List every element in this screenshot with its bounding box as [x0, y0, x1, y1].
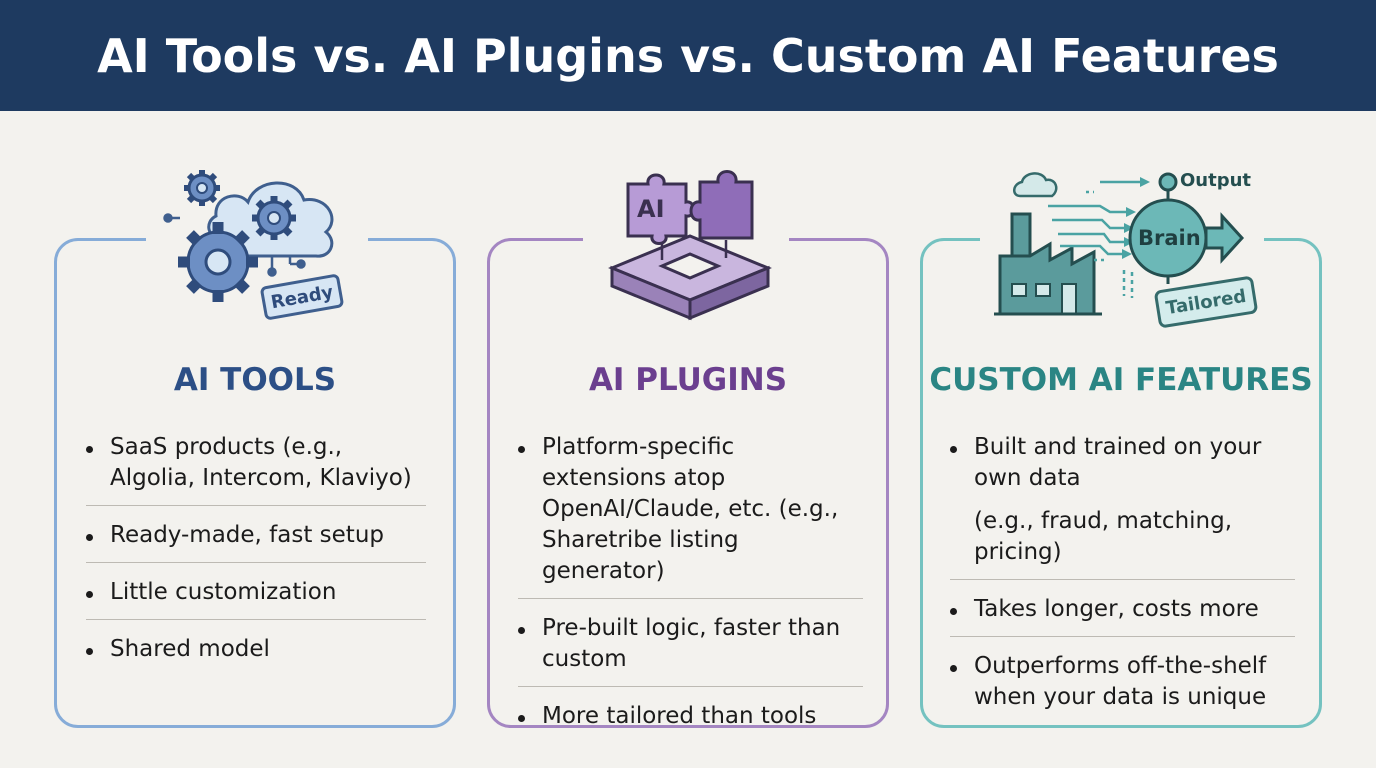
card-title-custom-ai: CUSTOM AI FEATURES: [929, 362, 1313, 398]
custom-ai-list: Built and trained on your own data (e.g.…: [950, 432, 1295, 713]
list-item: Outperforms off-the-shelf when your data…: [950, 651, 1295, 713]
card-title-ai-tools: AI TOOLS: [173, 362, 337, 398]
card-title-ai-plugins: AI PLUGINS: [588, 362, 788, 398]
divider: [518, 598, 863, 599]
tailored-badge-label: Tailored: [1164, 285, 1248, 319]
list-item: More tailored than tools: [518, 701, 863, 732]
gears-cloud-icon: [163, 170, 334, 302]
list-item-example: (e.g., fraud, matching, pricing): [974, 508, 1233, 565]
list-item: Shared model: [86, 634, 426, 665]
divider: [86, 505, 426, 506]
factory-brain-icon: [994, 172, 1245, 316]
ready-badge-label: Ready: [269, 281, 335, 313]
divider: [86, 562, 426, 563]
list-item: Built and trained on your own data: [950, 432, 1295, 494]
list-item: Takes longer, costs more: [950, 594, 1295, 625]
output-label: Output: [1180, 170, 1252, 191]
divider: [86, 619, 426, 620]
list-item: Little customization: [86, 577, 426, 608]
divider: [950, 636, 1295, 637]
list-item: Ready-made, fast setup: [86, 520, 426, 551]
list-item: Pre-built logic, faster than custom: [518, 613, 863, 675]
ai-puzzle-label: AI: [637, 195, 665, 223]
header-banner: AI Tools vs. AI Plugins vs. Custom AI Fe…: [0, 0, 1376, 111]
divider: [950, 579, 1295, 580]
ai-tools-list: SaaS products (e.g., Algolia, Intercom, …: [86, 432, 426, 665]
brain-label: Brain: [1138, 226, 1201, 250]
page-title: AI Tools vs. AI Plugins vs. Custom AI Fe…: [97, 28, 1279, 83]
puzzle-platform-icon: [608, 170, 772, 321]
list-item: SaaS products (e.g., Algolia, Intercom, …: [86, 432, 426, 494]
ai-plugins-list: Platform-specific extensions atop OpenAI…: [518, 432, 863, 732]
divider: [518, 686, 863, 687]
list-item: Platform-specific extensions atop OpenAI…: [518, 432, 863, 587]
